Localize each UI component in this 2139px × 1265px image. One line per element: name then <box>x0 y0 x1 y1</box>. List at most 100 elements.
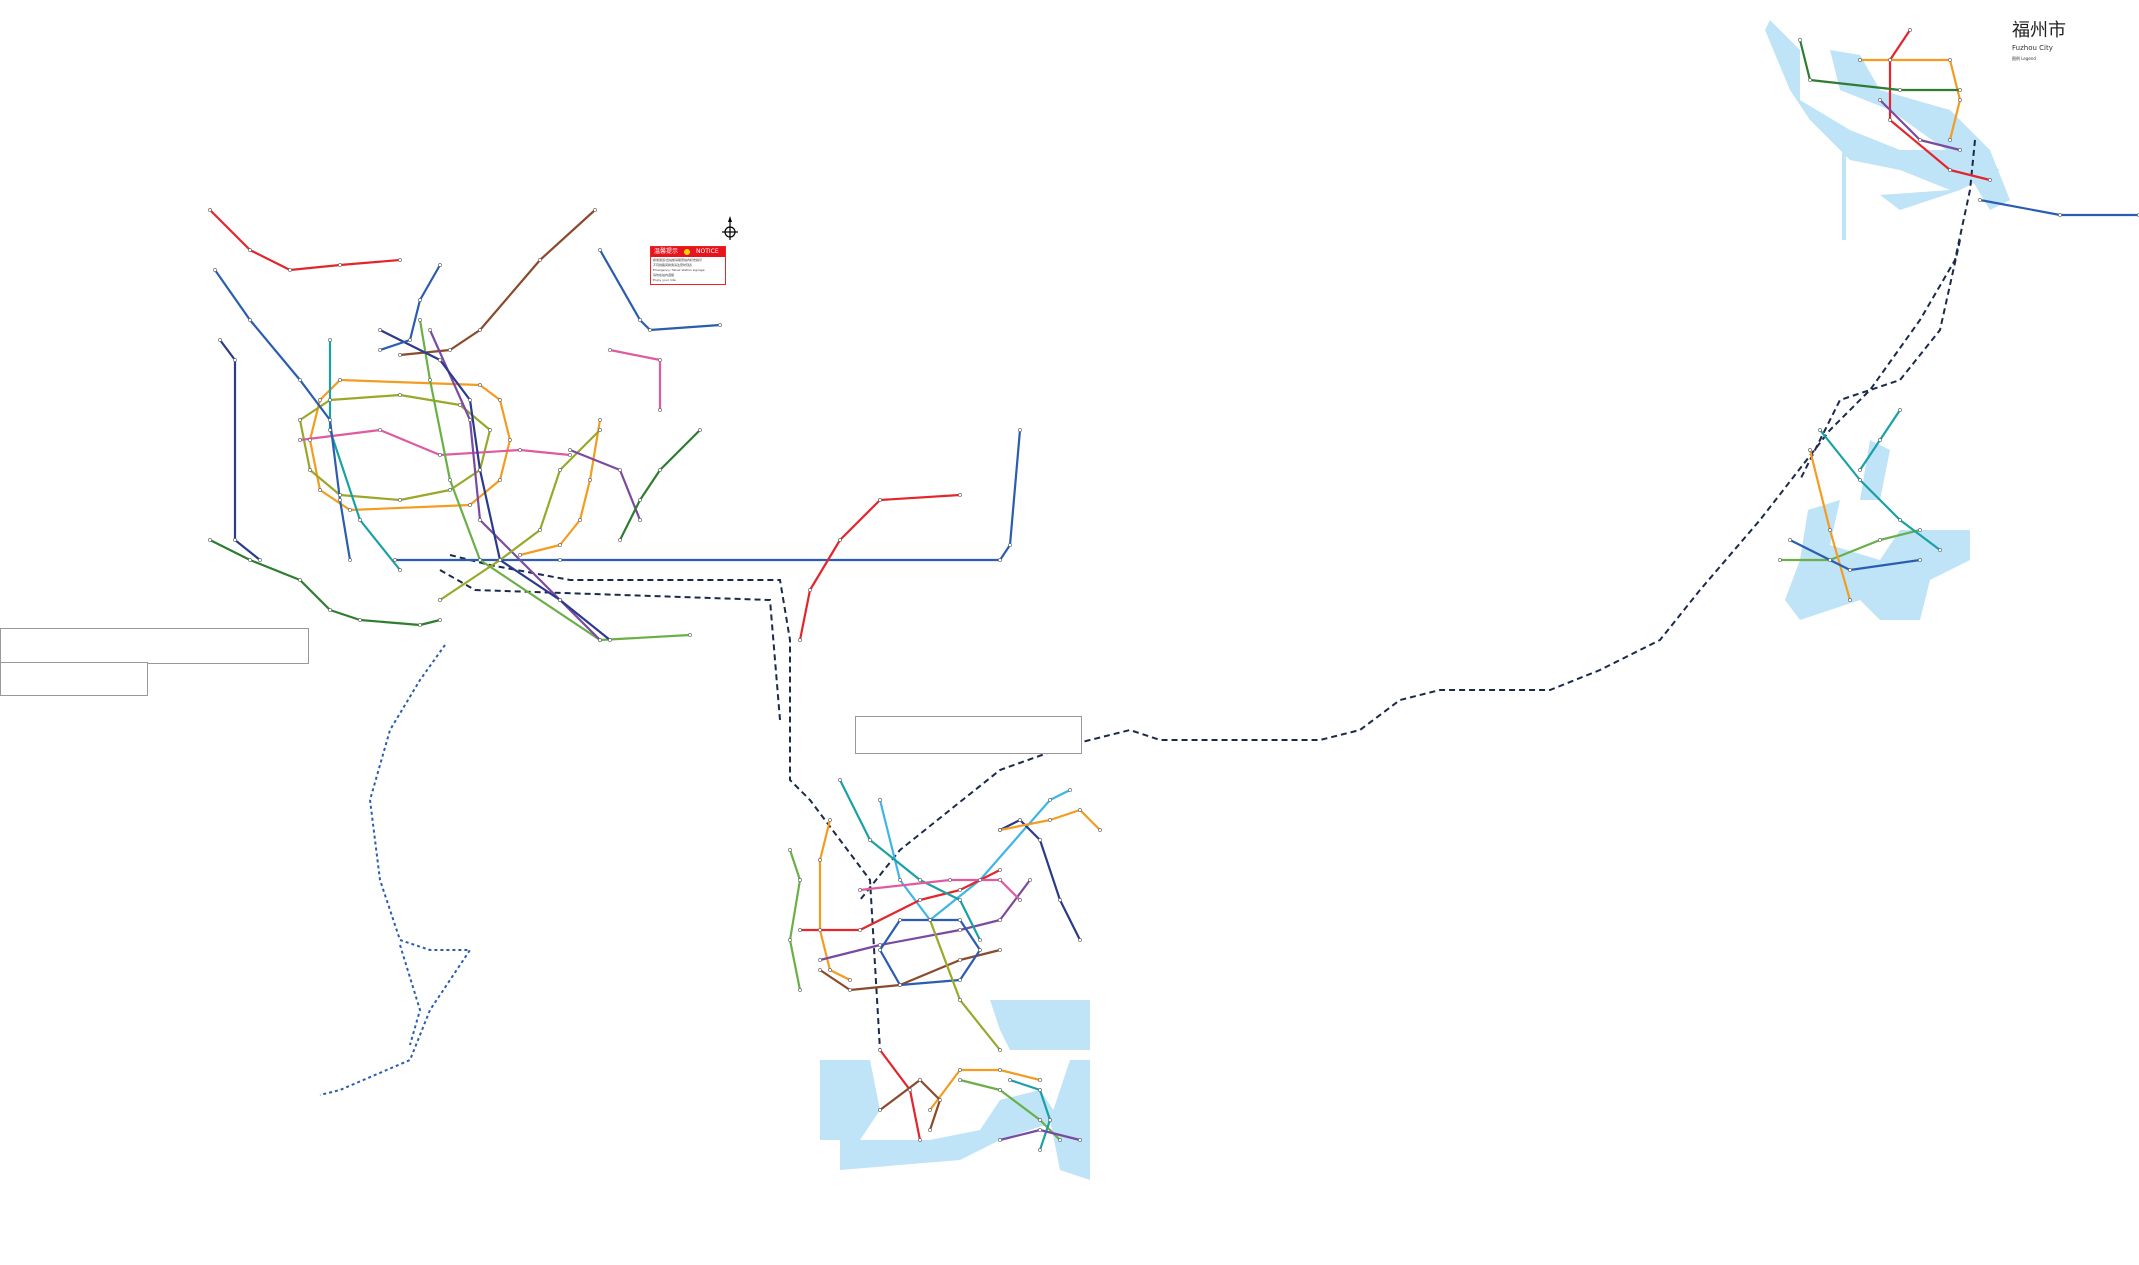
station-dot[interactable] <box>1898 408 1902 412</box>
station-dot[interactable] <box>518 448 522 452</box>
station-dot[interactable] <box>598 638 602 642</box>
station-dot[interactable] <box>478 328 482 332</box>
station-dot[interactable] <box>418 298 422 302</box>
station-dot[interactable] <box>1008 543 1012 547</box>
station-dot[interactable] <box>478 468 482 472</box>
station-dot[interactable] <box>878 798 882 802</box>
station-dot[interactable] <box>608 348 612 352</box>
station-dot[interactable] <box>818 928 822 932</box>
station-dot[interactable] <box>213 268 217 272</box>
station-dot[interactable] <box>438 598 442 602</box>
station-dot[interactable] <box>1098 828 1102 832</box>
station-dot[interactable] <box>1018 428 1022 432</box>
station-dot[interactable] <box>638 498 642 502</box>
station-dot[interactable] <box>558 468 562 472</box>
station-dot[interactable] <box>958 928 962 932</box>
station-dot[interactable] <box>438 358 442 362</box>
station-dot[interactable] <box>818 958 822 962</box>
station-dot[interactable] <box>398 393 402 397</box>
station-dot[interactable] <box>878 943 882 947</box>
station-dot[interactable] <box>958 1078 962 1082</box>
station-dot[interactable] <box>233 538 237 542</box>
station-dot[interactable] <box>298 578 302 582</box>
station-dot[interactable] <box>918 878 922 882</box>
station-dot[interactable] <box>1958 88 1962 92</box>
station-dot[interactable] <box>1038 1148 1042 1152</box>
station-dot[interactable] <box>448 348 452 352</box>
station-dot[interactable] <box>2058 213 2062 217</box>
station-dot[interactable] <box>638 518 642 522</box>
station-dot[interactable] <box>308 438 312 442</box>
station-dot[interactable] <box>358 618 362 622</box>
station-dot[interactable] <box>1958 98 1962 102</box>
station-dot[interactable] <box>808 588 812 592</box>
station-dot[interactable] <box>718 323 722 327</box>
station-dot[interactable] <box>378 428 382 432</box>
station-dot[interactable] <box>788 938 792 942</box>
station-dot[interactable] <box>298 378 302 382</box>
station-dot[interactable] <box>998 948 1002 952</box>
station-dot[interactable] <box>1018 898 1022 902</box>
station-dot[interactable] <box>818 968 822 972</box>
station-dot[interactable] <box>378 348 382 352</box>
station-dot[interactable] <box>1778 558 1782 562</box>
station-dot[interactable] <box>1808 78 1812 82</box>
station-dot[interactable] <box>1038 1078 1042 1082</box>
station-dot[interactable] <box>1038 1088 1042 1092</box>
station-dot[interactable] <box>658 358 662 362</box>
station-dot[interactable] <box>1888 118 1892 122</box>
station-dot[interactable] <box>498 558 502 562</box>
station-dot[interactable] <box>958 1068 962 1072</box>
station-dot[interactable] <box>1818 428 1822 432</box>
station-dot[interactable] <box>688 633 692 637</box>
station-dot[interactable] <box>618 538 622 542</box>
station-dot[interactable] <box>208 208 212 212</box>
station-dot[interactable] <box>348 558 352 562</box>
station-dot[interactable] <box>978 938 982 942</box>
station-dot[interactable] <box>1988 178 1992 182</box>
station-dot[interactable] <box>448 478 452 482</box>
station-dot[interactable] <box>1888 58 1892 62</box>
station-dot[interactable] <box>838 538 842 542</box>
station-dot[interactable] <box>598 428 602 432</box>
station-dot[interactable] <box>478 558 482 562</box>
station-dot[interactable] <box>1948 58 1952 62</box>
station-dot[interactable] <box>1958 148 1962 152</box>
station-dot[interactable] <box>318 488 322 492</box>
station-dot[interactable] <box>648 328 652 332</box>
station-dot[interactable] <box>338 498 342 502</box>
station-dot[interactable] <box>1048 1118 1052 1122</box>
station-dot[interactable] <box>438 618 442 622</box>
station-dot[interactable] <box>538 528 542 532</box>
station-dot[interactable] <box>1008 1078 1012 1082</box>
station-dot[interactable] <box>958 978 962 982</box>
station-dot[interactable] <box>1048 798 1052 802</box>
station-dot[interactable] <box>288 268 292 272</box>
station-dot[interactable] <box>788 848 792 852</box>
station-dot[interactable] <box>998 1068 1002 1072</box>
station-dot[interactable] <box>468 418 472 422</box>
station-dot[interactable] <box>468 398 472 402</box>
station-dot[interactable] <box>448 488 452 492</box>
station-dot[interactable] <box>578 518 582 522</box>
station-dot[interactable] <box>1808 448 1812 452</box>
station-dot[interactable] <box>838 778 842 782</box>
station-dot[interactable] <box>478 383 482 387</box>
station-dot[interactable] <box>1078 1138 1082 1142</box>
station-dot[interactable] <box>1898 518 1902 522</box>
station-dot[interactable] <box>928 1108 932 1112</box>
station-dot[interactable] <box>898 878 902 882</box>
station-dot[interactable] <box>1878 98 1882 102</box>
station-dot[interactable] <box>328 608 332 612</box>
station-dot[interactable] <box>1878 438 1882 442</box>
station-dot[interactable] <box>798 928 802 932</box>
station-dot[interactable] <box>558 558 562 562</box>
station-dot[interactable] <box>1848 598 1852 602</box>
station-dot[interactable] <box>1028 878 1032 882</box>
station-dot[interactable] <box>878 1048 882 1052</box>
station-dot[interactable] <box>498 478 502 482</box>
station-dot[interactable] <box>958 898 962 902</box>
station-dot[interactable] <box>998 828 1002 832</box>
station-dot[interactable] <box>348 508 352 512</box>
